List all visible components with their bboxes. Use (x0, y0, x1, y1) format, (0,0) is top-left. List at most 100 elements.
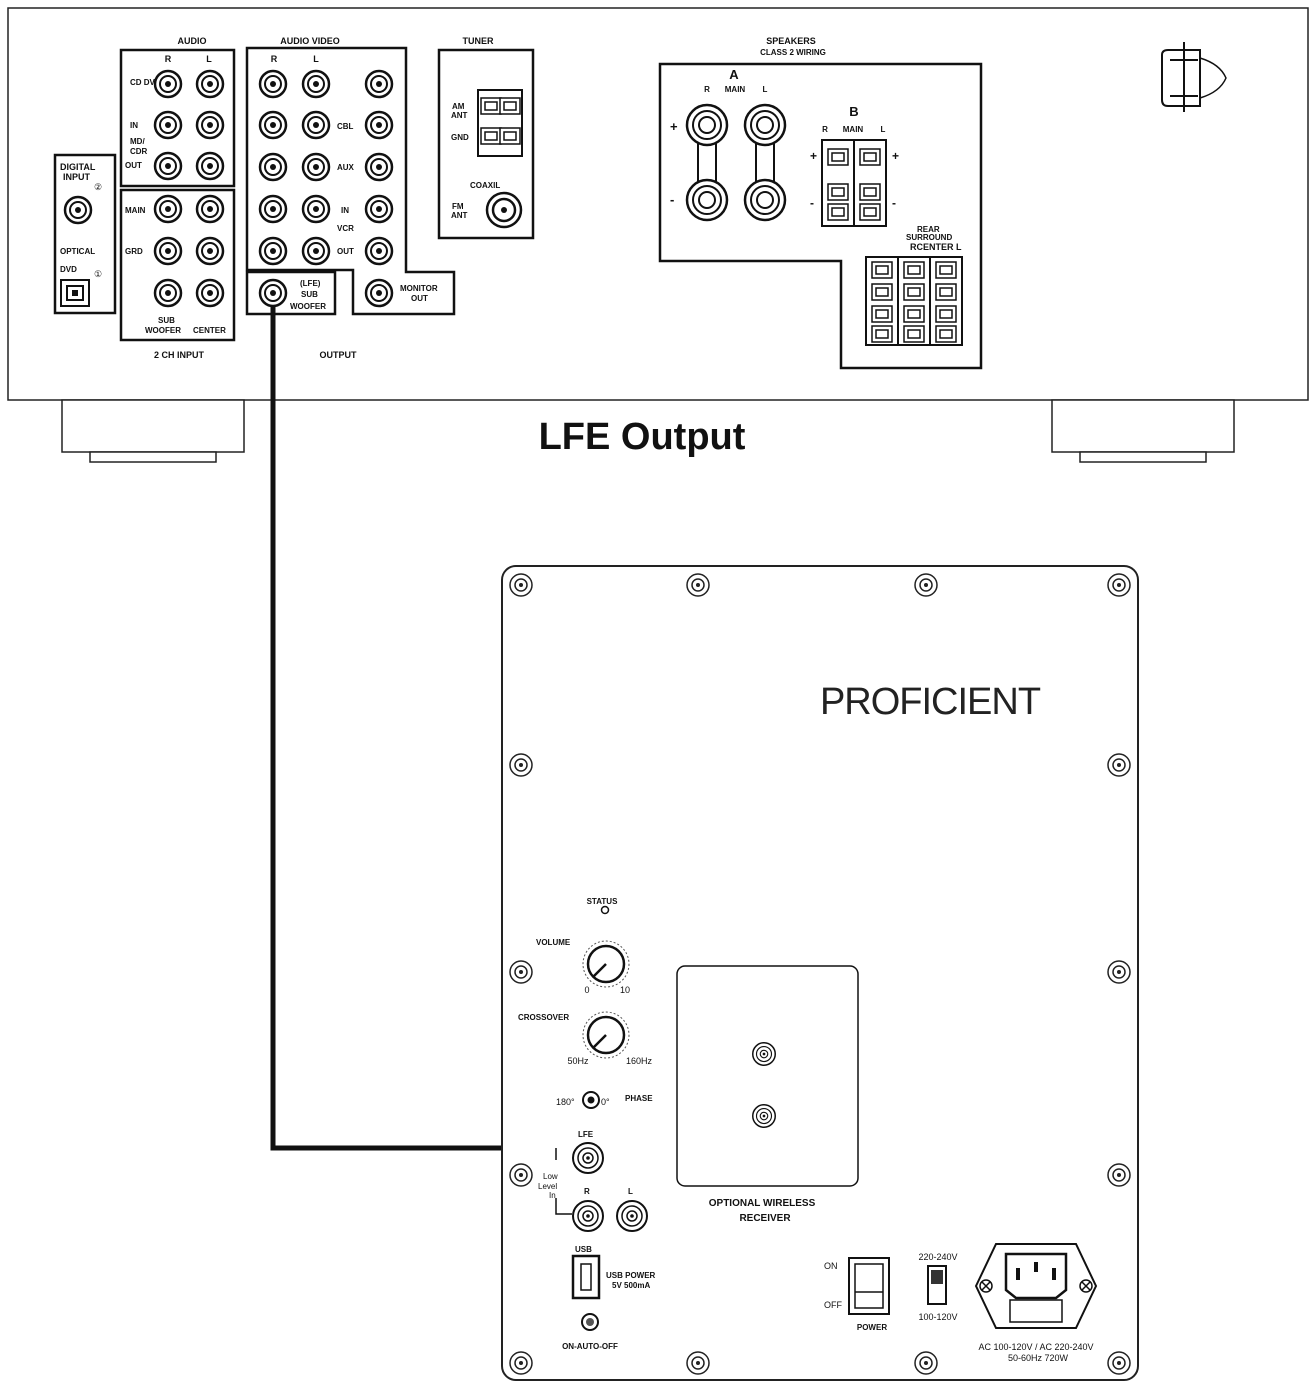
speaker-a-label: A (729, 67, 739, 82)
av-col-l: L (313, 54, 319, 64)
audio-row-grd: GRD (125, 247, 143, 256)
lfe-input-label: LFE (578, 1130, 594, 1139)
coaxil-label: COAXIL (470, 181, 500, 190)
ac-rating-2: 50-60Hz 720W (1008, 1353, 1069, 1363)
power-off-label: OFF (824, 1300, 842, 1310)
usb-power-2: 5V 500mA (612, 1281, 650, 1290)
volume-knob[interactable] (582, 940, 630, 988)
speaker-b-plus-r: + (810, 149, 817, 163)
power-label: POWER (857, 1323, 887, 1332)
audio-row-main: MAIN (125, 206, 146, 215)
audio-video-block: AUDIO VIDEO R L CBL AUX IN VCR OUT MONIT… (245, 36, 456, 360)
speaker-b-r: R (822, 125, 828, 134)
usb-power-1: USB POWER (606, 1271, 656, 1280)
optical-jack (60, 279, 90, 307)
phase-label: PHASE (625, 1094, 653, 1103)
voltage-low-label: 100-120V (918, 1312, 957, 1322)
gnd-label: GND (451, 133, 469, 142)
usb-port (571, 1254, 601, 1300)
lfe-cable (270, 306, 575, 1151)
speaker-b-minus-r: - (810, 196, 814, 210)
receiver-foot-right (1051, 399, 1235, 463)
low-level-2: Level (538, 1182, 557, 1191)
am-label-2: ANT (451, 111, 468, 120)
speakers-block: SPEAKERS CLASS 2 WIRING A R MAIN L + - B… (658, 36, 983, 370)
digital-num-2: ② (94, 182, 102, 192)
crossover-knob[interactable] (582, 1011, 630, 1059)
speaker-b-minus-l: - (892, 196, 896, 210)
audio-heading: AUDIO (178, 36, 207, 46)
av-row-aux: AUX (337, 163, 355, 172)
speaker-b-label: B (849, 104, 858, 119)
audio-row-md: MD/ (130, 137, 145, 146)
phase-180-label: 180° (556, 1097, 575, 1107)
wireless-receiver-bay (676, 965, 859, 1187)
input-r-label: R (584, 1187, 590, 1196)
crossover-max: 160Hz (626, 1056, 653, 1066)
monitor-label-2: OUT (411, 294, 428, 303)
av-row-vcr: VCR (337, 224, 354, 233)
rear-label-2: SURROUND (906, 233, 952, 242)
rear-surround-center-terminal (865, 256, 963, 346)
audio-video-heading: AUDIO VIDEO (280, 36, 340, 46)
speaker-b-terminal (821, 139, 887, 227)
audio-row-out: OUT (125, 161, 142, 170)
speaker-a-l: L (763, 85, 768, 94)
speaker-a-binding-posts (685, 103, 787, 222)
audio-row-center: CENTER (193, 326, 226, 335)
volume-label: VOLUME (536, 938, 571, 947)
volume-max: 10 (620, 985, 630, 995)
speaker-b-plus-l: + (892, 149, 899, 163)
speaker-a-minus: - (670, 192, 674, 207)
usb-label: USB (575, 1245, 592, 1254)
lfe-label-1: (LFE) (300, 279, 321, 288)
crossover-min: 50Hz (567, 1056, 589, 1066)
rear-label-3: RCENTER L (910, 242, 962, 252)
lfe-label-2: SUB (301, 290, 318, 299)
dvd-label: DVD (60, 265, 77, 274)
brand-logo: PROFICIENT (820, 681, 1041, 723)
tuner-block: TUNER AM ANT GND COAXIL FM ANT (437, 36, 535, 240)
status-label: STATUS (587, 897, 618, 906)
speaker-b-l: L (881, 125, 886, 134)
fm-coax-jack (485, 191, 523, 229)
receiver-rear-panel: DIGITAL INPUT ② OPTICAL DVD ① AUDIO R L … (7, 7, 1309, 463)
low-level-1: Low (543, 1172, 558, 1181)
optical-label: OPTICAL (60, 247, 95, 256)
lfe-output-jack (258, 278, 288, 308)
speaker-a-r: R (704, 85, 710, 94)
digital-num-1: ① (94, 269, 102, 279)
wireless-label-2: RECEIVER (739, 1213, 791, 1224)
fm-label-1: FM (452, 202, 464, 211)
av-row-out: OUT (337, 247, 354, 256)
coaxial-digital-jack (63, 195, 93, 225)
receiver-lfe-output: (LFE) SUB WOOFER (245, 270, 337, 316)
speaker-a-main: MAIN (725, 85, 746, 94)
audio-row-in: IN (130, 121, 138, 130)
am-terminal (477, 89, 523, 157)
tuner-heading: TUNER (463, 36, 494, 46)
voltage-high-label: 220-240V (918, 1252, 957, 1262)
speakers-heading: SPEAKERS (766, 36, 816, 46)
power-switch[interactable] (848, 1257, 890, 1315)
lfe-input-jack (572, 1142, 604, 1174)
input-r-jack (572, 1200, 604, 1232)
on-auto-off-label: ON-AUTO-OFF (562, 1342, 618, 1351)
monitor-label-1: MONITOR (400, 284, 438, 293)
low-level-3: In (549, 1191, 556, 1200)
audio-col-l: L (206, 54, 212, 64)
av-col-r: R (271, 54, 278, 64)
phase-switch[interactable] (582, 1091, 600, 1109)
fm-label-2: ANT (451, 211, 468, 220)
diagram-title: LFE Output (539, 416, 746, 458)
input-l-jack (616, 1200, 648, 1232)
subwoofer-rear-panel: PROFICIENT STATUS VOLUME 0 10 CROSSOVER … (501, 565, 1139, 1381)
rear-label-1: REAR (917, 225, 940, 234)
audio-block: AUDIO R L CD DVD IN MD/ CDR OUT MAIN GRD… (119, 36, 236, 360)
audio-row-cddvd: CD DVD (130, 78, 161, 87)
voltage-selector[interactable] (927, 1265, 947, 1305)
audio-row-cdr: CDR (130, 147, 148, 156)
auto-switch[interactable] (581, 1313, 599, 1331)
phase-0-label: 0° (601, 1097, 610, 1107)
